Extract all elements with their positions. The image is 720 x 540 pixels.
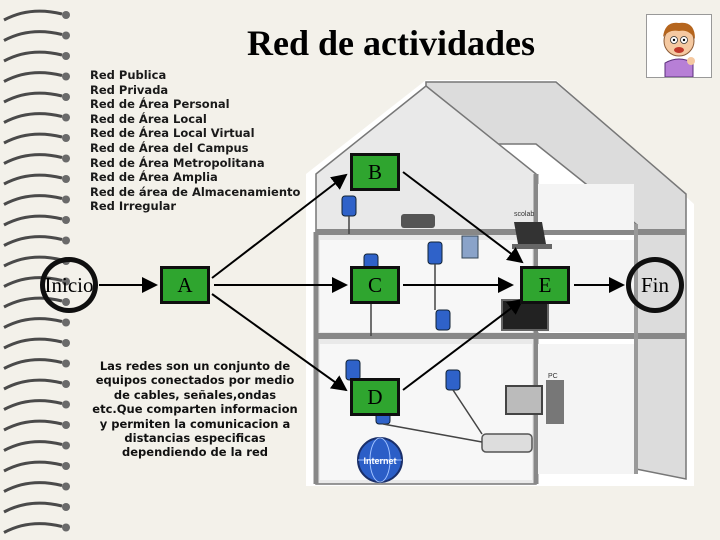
spiral-coil (3, 194, 63, 206)
node-d: D (350, 378, 400, 416)
spiral-coil (3, 378, 63, 391)
spiral-hole (62, 216, 70, 224)
spiral-hole (62, 175, 70, 183)
spiral-hole (62, 441, 70, 450)
spiral-coil (3, 522, 63, 534)
cartoon-teacher-avatar (646, 14, 712, 78)
node-a: A (160, 266, 210, 304)
network-type-item: Red Privada (90, 82, 169, 97)
spiral-coil (3, 50, 63, 63)
spiral-coil (3, 9, 63, 22)
spiral-hole (62, 400, 70, 409)
spiral-coil (3, 501, 63, 514)
spiral-coil (3, 91, 63, 104)
spiral-coil (3, 358, 63, 370)
network-type-item: Red de Área del Campus (90, 140, 249, 155)
spiral-hole (62, 52, 70, 60)
spiral-hole (62, 11, 70, 19)
spiral-hole (62, 236, 70, 245)
network-type-item: Red de Área Local Virtual (90, 126, 255, 141)
spiral-coil (3, 481, 63, 493)
network-type-item: Red Publica (90, 68, 167, 82)
node-b: B (350, 153, 400, 191)
network-type-item: Red de Área Amplia (90, 170, 218, 185)
spiral-hole (62, 503, 70, 511)
network-description: Las redes son un conjunto de equipos con… (92, 359, 298, 460)
spiral-coil (3, 112, 63, 124)
network-type-item: Red de Área Metropolitana (90, 155, 265, 170)
spiral-hole (62, 134, 70, 142)
scolab-label: scolab (514, 211, 534, 218)
spiral-coil (3, 399, 63, 411)
pc-label: PC (548, 373, 558, 380)
spiral-coil (3, 235, 63, 247)
spiral-hole (62, 359, 70, 368)
spiral-coil (3, 153, 63, 165)
spiral-coil (3, 71, 63, 83)
spiral-coil (3, 337, 63, 350)
internet-label: Internet (363, 456, 396, 466)
spiral-coil (3, 30, 63, 42)
spiral-hole (62, 154, 70, 163)
spiral-coil (3, 214, 63, 227)
spiral-coil (3, 440, 63, 452)
spiral-binding (3, 9, 70, 534)
spiral-hole (62, 462, 70, 470)
network-type-item: Red de Área Local (90, 111, 207, 126)
page-title: Red de actividades (247, 23, 535, 63)
node-c: C (350, 266, 400, 304)
network-type-item: Red de área de Almacenamiento (90, 184, 301, 199)
spiral-coil (3, 132, 63, 145)
spiral-hole (62, 113, 70, 122)
network-types-list: Red Publica Red Privada Red de Área Pers… (90, 68, 300, 214)
spiral-hole (62, 318, 70, 327)
spiral-coil (3, 173, 63, 186)
spiral-hole (62, 195, 70, 204)
spiral-hole (62, 93, 70, 101)
spiral-coil (3, 419, 63, 432)
node-fin: Fin (626, 257, 684, 313)
spiral-coil (3, 460, 63, 473)
spiral-hole (62, 523, 70, 532)
spiral-coil (3, 317, 63, 329)
network-type-item: Red de Área Personal (90, 97, 230, 112)
spiral-hole (62, 421, 70, 429)
spiral-hole (62, 339, 70, 347)
spiral-hole (62, 380, 70, 388)
node-inicio: Inicio (40, 257, 98, 313)
spiral-hole (62, 72, 70, 81)
network-type-item: Red Irregular (90, 199, 177, 214)
spiral-hole (62, 482, 70, 491)
node-e: E (520, 266, 570, 304)
spiral-hole (62, 31, 70, 40)
